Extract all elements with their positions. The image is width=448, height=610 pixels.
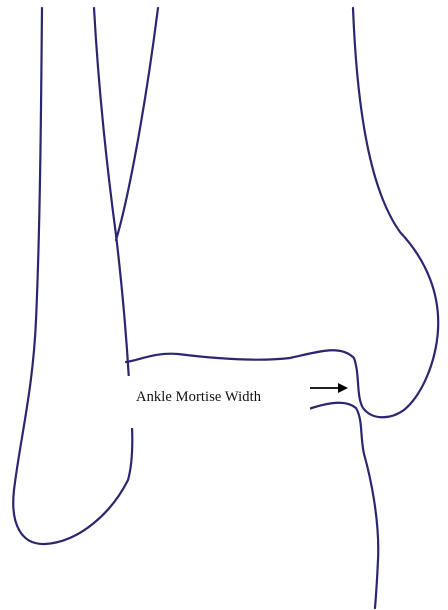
talus-outline (300, 403, 378, 608)
fibula-outline (13, 8, 132, 544)
tibia-medial-edge-and-plafond (126, 8, 438, 417)
tibia-lateral-edge (116, 8, 158, 240)
ankle-mortise-width-label: Ankle Mortise Width (136, 389, 261, 406)
